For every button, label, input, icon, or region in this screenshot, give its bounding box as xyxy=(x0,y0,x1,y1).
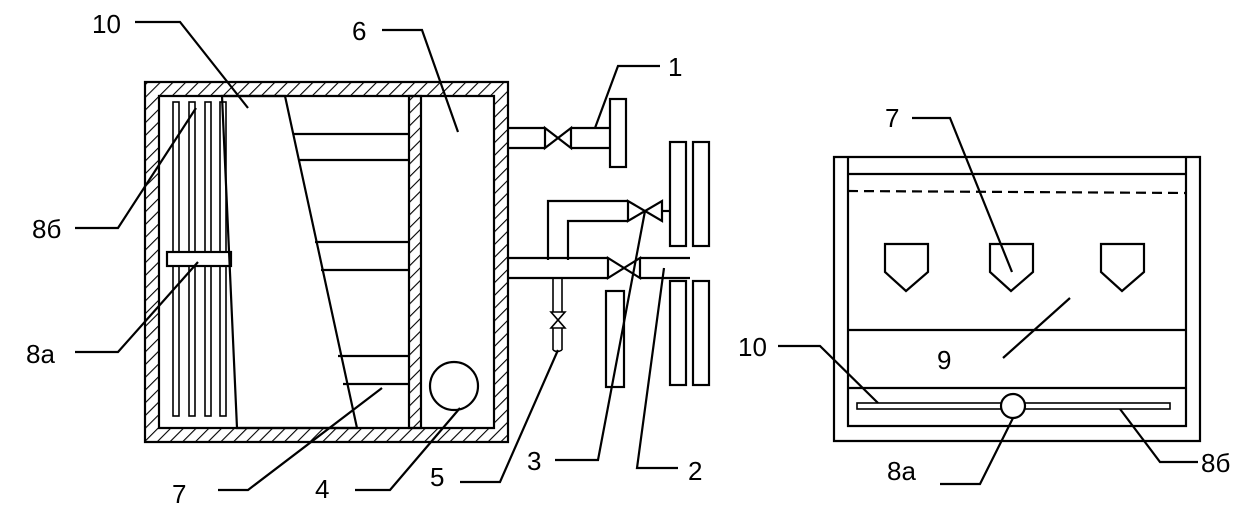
label-3: 3 xyxy=(527,446,541,476)
label-right-10: 10 xyxy=(738,332,767,362)
water-level xyxy=(847,189,1187,195)
label-8b: 8б xyxy=(32,214,61,244)
bottom-clamp xyxy=(999,392,1027,420)
label-6: 6 xyxy=(352,16,366,46)
flange-plates xyxy=(604,140,711,389)
top-pipe-assembly xyxy=(508,97,628,169)
container-outer xyxy=(832,155,1202,443)
partition-wall xyxy=(407,94,423,430)
rod-clamp xyxy=(165,250,233,268)
slanted-plate xyxy=(220,94,359,430)
label-8a: 8а xyxy=(26,339,55,369)
left-view: 10 6 1 8б 8а 7 4 5 3 2 xyxy=(26,9,711,509)
right-view: 7 9 10 8а 8б xyxy=(738,103,1230,486)
label-right-9: 9 xyxy=(937,345,951,375)
label-5: 5 xyxy=(430,462,444,492)
shelves xyxy=(293,132,409,386)
drain-assembly xyxy=(549,278,567,353)
main-pipe-assembly xyxy=(508,256,690,280)
label-4: 4 xyxy=(315,474,329,504)
circular-outlet xyxy=(428,360,480,412)
left-leaders xyxy=(75,20,678,492)
label-10: 10 xyxy=(92,9,121,39)
label-right-7: 7 xyxy=(885,103,899,133)
label-right-8a: 8а xyxy=(887,456,916,486)
label-7: 7 xyxy=(172,479,186,509)
container-inner xyxy=(846,157,1188,428)
nozzles xyxy=(883,242,1146,293)
label-1: 1 xyxy=(668,52,682,82)
label-2: 2 xyxy=(688,456,702,486)
label-right-8b: 8б xyxy=(1201,448,1230,478)
branch-pipe-assembly xyxy=(546,199,670,260)
right-leaders xyxy=(778,116,1198,486)
